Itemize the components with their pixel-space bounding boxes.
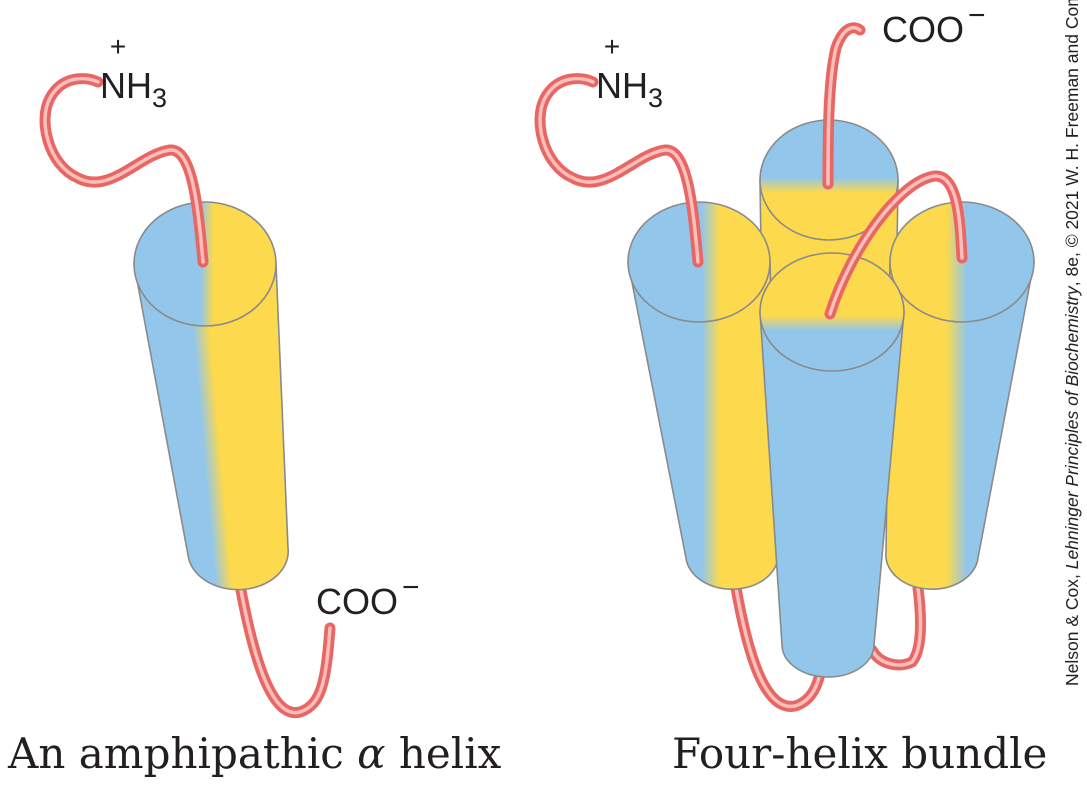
- left-caption: An amphipathic α helix: [7, 729, 502, 778]
- bundle-bottom-loop-right: [866, 582, 926, 671]
- left-n-terminus-charge: +: [110, 31, 126, 62]
- left-c-terminal-chain: [234, 579, 336, 719]
- bundle-c-terminal-chain: [822, 22, 866, 190]
- publisher-credit: Nelson & Cox, Lehninger Principles of Bi…: [1062, 0, 1082, 686]
- left-c-terminus-label: COO−: [316, 571, 420, 622]
- left-amphipathic-helix-panel: + NH3 COO− An amphipathic α helix: [7, 31, 502, 778]
- right-c-terminus-label: COO−: [882, 0, 986, 50]
- bundle-top-crossing-loop: [824, 170, 968, 320]
- right-four-helix-bundle-panel: + NH3 COO− Four-helix bundle: [534, 0, 1047, 778]
- bundle-n-terminal-chain: [534, 73, 704, 268]
- bundle-bottom-loop-left: [730, 582, 831, 712]
- right-n-terminus-charge: +: [604, 31, 620, 62]
- left-n-terminus-label: NH3: [100, 65, 167, 113]
- left-n-terminal-chain: [39, 73, 209, 268]
- right-n-terminus-label: NH3: [596, 65, 663, 113]
- left-helix-body: [133, 263, 289, 591]
- right-caption: Four-helix bundle: [672, 729, 1047, 778]
- left-helix-cylinder: [133, 201, 289, 591]
